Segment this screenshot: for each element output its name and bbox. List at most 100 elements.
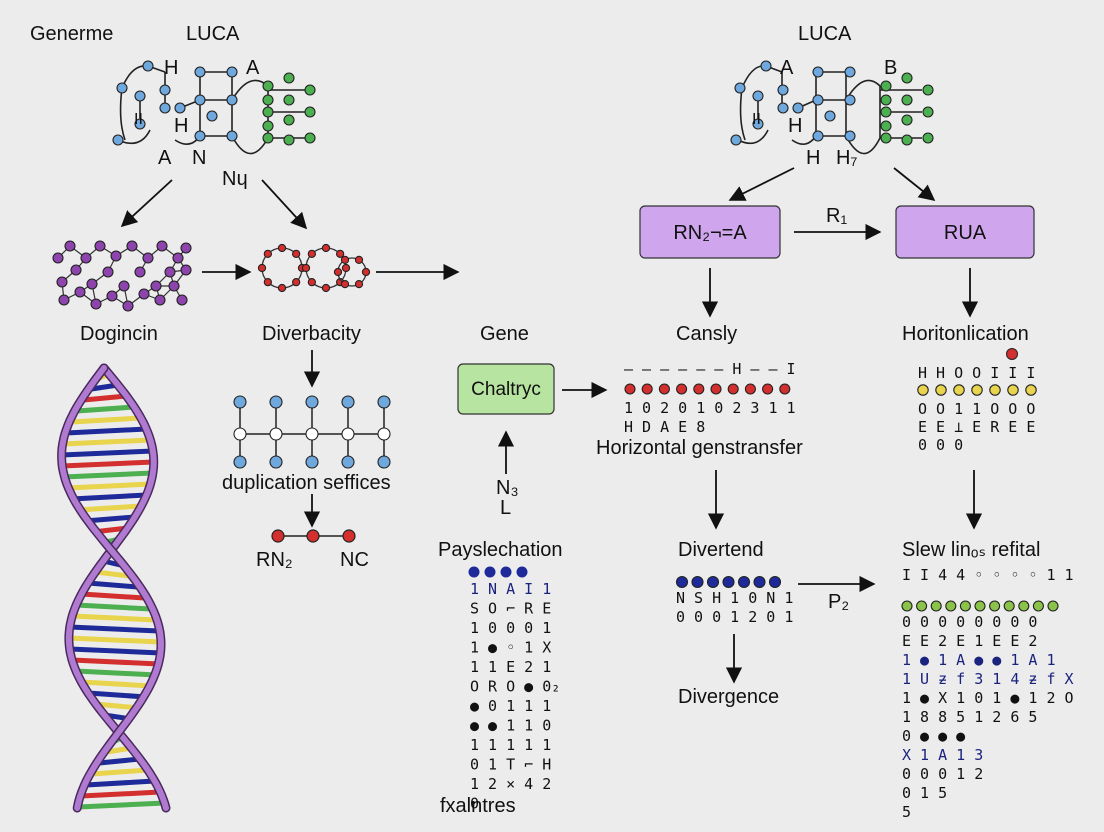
horiz-row-2: O O 1 1 O O O [918, 400, 1035, 418]
structure-node-blue [174, 102, 186, 114]
payslechation-row: 1 0 0 0 1 [470, 619, 551, 637]
duplication-label: duplication seffices [222, 472, 391, 494]
dna-base-pair [71, 492, 147, 502]
payslechation-row: O R O ● 0₂ [470, 678, 560, 696]
structure-node-blue [844, 66, 856, 78]
dna-base-pair [84, 514, 136, 524]
structure-node-green [304, 106, 316, 118]
red-node [291, 249, 301, 259]
purple-node [70, 264, 82, 276]
horiz-dot [989, 384, 1001, 396]
right-title-luca: LUCA [798, 23, 852, 45]
dna-base-pair [68, 635, 161, 645]
red-node [307, 277, 317, 287]
structure-node-blue [760, 60, 772, 72]
slew-green-dot [901, 600, 913, 612]
rn2-label: RN₂ [256, 549, 293, 571]
structure-node-green [880, 80, 892, 92]
right-letter-h1: H [788, 115, 802, 137]
dna-base-pair [69, 646, 161, 656]
horiz-row-1: H H O O I I I [918, 364, 1035, 382]
dna-base-pair [63, 437, 151, 447]
purple-node [156, 240, 168, 252]
left-letter-a1: A [246, 57, 260, 79]
horiz-dot [971, 384, 983, 396]
dna-base-pair [94, 569, 130, 579]
structure-node-blue [194, 130, 206, 142]
payslechation-row: 1 1 E 2 1 [470, 658, 551, 676]
red-node [321, 283, 331, 293]
arrow-to-dogincin [120, 179, 173, 228]
purple-node [180, 242, 192, 254]
divertend-label: Divertend [678, 539, 764, 561]
dna-base-pair [76, 404, 135, 414]
dna-base-pair [61, 448, 153, 458]
dna-base-pair [61, 459, 154, 469]
purple-node [80, 252, 92, 264]
structure-node-blue [206, 110, 218, 122]
dogincin-label: Dogincin [80, 323, 158, 345]
red-node [307, 249, 317, 259]
structure-node-green [262, 132, 274, 144]
left-letter-n: N [192, 147, 206, 169]
structure-node-green [283, 94, 295, 106]
cansly-label: Cansly [676, 323, 737, 345]
structure-node-blue [194, 66, 206, 78]
left-letter-a2: A [158, 147, 172, 169]
dna-base-pair [99, 756, 141, 766]
red-node [340, 255, 350, 265]
payslechation-row: 1 2 ⨯ 4 2 [470, 775, 551, 793]
purple-node [102, 266, 114, 278]
structure-node-green [880, 106, 892, 118]
divertend-row-2: 0 0 0 1 2 0 1 [676, 608, 793, 626]
dna-base-pair [70, 415, 142, 425]
slew-green-dot [989, 600, 1001, 612]
payslechation-label: Payslechation [438, 539, 563, 561]
ladder-node-bottom [341, 455, 355, 469]
ladder-node-mid [269, 427, 283, 441]
dna-base-pair [81, 679, 152, 689]
structure-node-blue [159, 84, 171, 96]
structure-node-green [901, 94, 913, 106]
purple-node [86, 278, 98, 290]
structure-node-blue [752, 118, 764, 130]
purple-node [94, 240, 106, 252]
structure-node-blue [824, 110, 836, 122]
structure-node-green [262, 106, 274, 118]
structure-node-green [304, 132, 316, 144]
divertend-dot [675, 575, 689, 589]
slew-row: X 1 A 1 3 [902, 746, 983, 764]
duplication-ladder [233, 395, 391, 469]
structure-node-green [922, 132, 934, 144]
red-node [361, 267, 371, 277]
cansly-dot [624, 383, 636, 395]
structure-node-blue [812, 94, 824, 106]
purple-node [176, 294, 188, 306]
slew-row: 0 1 5 [902, 784, 947, 802]
red-node [291, 277, 301, 287]
left-letter-h1: H [164, 57, 178, 79]
dna-base-pair [76, 602, 151, 612]
red-loop-cluster [257, 243, 371, 293]
purple-node [118, 280, 130, 292]
horitonlication-label: Horitonlication [902, 323, 1029, 345]
divertend-dot [737, 575, 751, 589]
structure-node-green [901, 134, 913, 146]
dna-base-pair [81, 789, 161, 799]
red-node [333, 267, 343, 277]
purple-node [56, 276, 68, 288]
purple-node [106, 290, 118, 302]
purple-node [164, 266, 176, 278]
structure-node-blue [142, 60, 154, 72]
slew-row: 0 0 0 1 2 [902, 765, 983, 783]
slew-column: I I 4 4 ◦ ◦ ◦ ◦ 1 10 0 0 0 0 0 0 0E E 2 … [901, 566, 1074, 821]
ladder-node-top [233, 395, 247, 409]
red-node [277, 283, 287, 293]
slew-green-dot [959, 600, 971, 612]
left-letter-ii: II [134, 111, 143, 128]
right-letter-h7: H₇ [836, 147, 857, 169]
cansly-dot [658, 383, 670, 395]
right-letter-b: B [884, 57, 897, 79]
diverbacity-label: Diverbacity [262, 323, 361, 345]
